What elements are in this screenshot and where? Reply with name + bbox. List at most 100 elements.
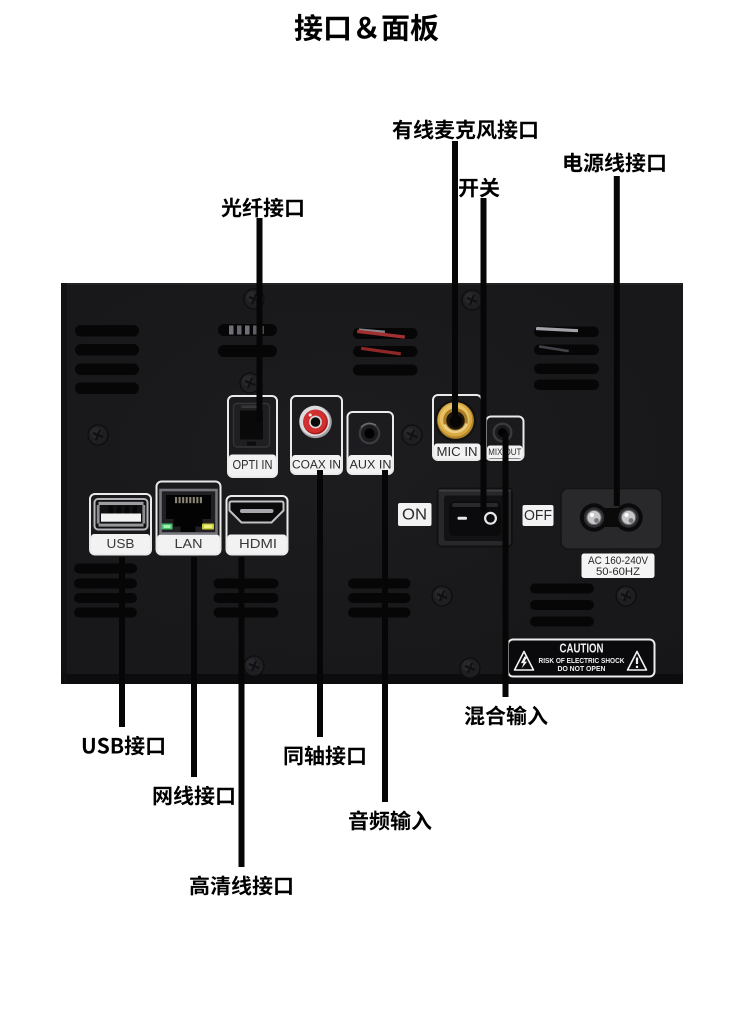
lan-cavity bbox=[166, 495, 211, 532]
cjk-text-glyphs bbox=[392, 119, 537, 140]
lan-port-label: LAN bbox=[175, 537, 203, 551]
vent-slot bbox=[530, 583, 594, 594]
cjk-text-glyphs bbox=[294, 13, 438, 42]
wire-segment bbox=[360, 346, 402, 356]
mic-port-label: MIC IN bbox=[437, 445, 478, 459]
cjk-text-svg bbox=[392, 119, 537, 140]
lan-pin bbox=[178, 497, 181, 504]
screw-cross-icon bbox=[92, 429, 104, 441]
caution-title: CAUTION bbox=[560, 642, 604, 656]
vent-slot bbox=[75, 344, 139, 356]
hdmi-port-label: HDMI bbox=[239, 537, 277, 551]
usb-shell-top bbox=[98, 501, 144, 505]
screw bbox=[459, 657, 481, 679]
grille-reflection-bar bbox=[245, 325, 250, 335]
optical-port-label: OPTI IN bbox=[233, 458, 273, 472]
callout-line-switch bbox=[480, 198, 487, 512]
cjk-text-glyphs bbox=[82, 735, 164, 756]
callout-text-optical bbox=[221, 197, 305, 218]
usb-shell-bottom bbox=[98, 523, 144, 527]
callout-line-power bbox=[613, 176, 620, 506]
cjk-text-svg bbox=[190, 874, 292, 895]
vent-slot bbox=[213, 593, 279, 603]
screw bbox=[239, 372, 261, 394]
vent-grid-bottom-middle bbox=[348, 578, 411, 618]
caution-line1: RISK OF ELECTRIC SHOCK bbox=[539, 656, 626, 665]
usb-port-outline bbox=[89, 493, 152, 556]
aux-port-outline bbox=[346, 411, 394, 475]
ac-pin-left-sparkle bbox=[590, 513, 594, 517]
grille-reflection-bar bbox=[237, 325, 242, 335]
wire-segment bbox=[356, 329, 406, 339]
vent-grid-top-left bbox=[75, 325, 139, 394]
cjk-text-svg bbox=[294, 13, 438, 42]
usb-port-group: USB bbox=[89, 493, 152, 556]
usb-shell-right bbox=[142, 505, 146, 524]
ac-pin-right bbox=[620, 509, 637, 526]
callout-line-mix bbox=[502, 433, 509, 697]
off-label: OFF bbox=[524, 508, 552, 524]
exclamation-bar bbox=[635, 657, 639, 664]
vent-slot bbox=[74, 593, 137, 603]
rocker-switch bbox=[449, 501, 501, 536]
lan-led-green-glow bbox=[163, 525, 171, 528]
aux-jack-hole bbox=[364, 428, 375, 439]
vent-slot bbox=[75, 382, 139, 394]
wire-segment bbox=[358, 328, 386, 334]
on-label: ON bbox=[402, 507, 427, 524]
vent-slot bbox=[213, 578, 279, 589]
coax-port-plate bbox=[292, 455, 341, 473]
aux-port-group: AUX IN bbox=[346, 411, 394, 475]
lan-pin bbox=[185, 497, 188, 504]
lan-port-outline bbox=[155, 480, 222, 556]
lan-pin bbox=[182, 497, 185, 504]
usb-shell-left bbox=[96, 505, 100, 524]
vent-slot bbox=[348, 607, 411, 618]
grey-wire bbox=[535, 326, 579, 353]
grille-reflection-bar bbox=[253, 325, 258, 335]
aux-port-label: AUX IN bbox=[350, 458, 392, 472]
exclamation-dot bbox=[635, 665, 639, 668]
usb-port-plate bbox=[91, 534, 150, 554]
vent-slot bbox=[75, 363, 139, 375]
aux-rim-highlight bbox=[360, 422, 377, 429]
lan-pin bbox=[196, 497, 199, 504]
panel-bottom-edge bbox=[61, 674, 683, 684]
screw-cross-icon bbox=[244, 377, 256, 389]
vent-slot bbox=[74, 563, 137, 574]
aux-port-plate bbox=[348, 455, 392, 473]
vent-slot bbox=[534, 363, 599, 374]
cjk-text-glyphs bbox=[349, 810, 432, 831]
screw bbox=[87, 424, 109, 446]
cjk-text-glyphs bbox=[221, 197, 303, 218]
callout-line-aux bbox=[382, 470, 388, 802]
vent-slot bbox=[530, 616, 594, 627]
cjk-text-glyphs bbox=[153, 785, 234, 806]
cjk-text-svg bbox=[284, 745, 365, 766]
optical-port-plate bbox=[229, 454, 276, 476]
cjk-text-svg bbox=[221, 197, 303, 218]
usb-contact bbox=[116, 505, 122, 514]
screw bbox=[431, 585, 453, 607]
vent-slot bbox=[75, 325, 139, 337]
callout-text-usb bbox=[81, 735, 166, 756]
page-title bbox=[294, 13, 439, 42]
callout-text-power bbox=[562, 152, 667, 173]
hdmi-port-plate bbox=[227, 534, 287, 554]
switch-symbol-off bbox=[484, 511, 498, 525]
cjk-text-svg bbox=[153, 785, 234, 806]
usb-contact bbox=[124, 505, 130, 514]
callout-text-mix bbox=[464, 705, 548, 726]
ac-pin-right-slot bbox=[628, 518, 634, 523]
cjk-text-glyphs bbox=[564, 152, 665, 173]
cjk-text-glyphs bbox=[464, 705, 548, 726]
lan-pin bbox=[199, 497, 202, 504]
cjk-text-glyphs bbox=[458, 177, 500, 197]
usb-port-label: USB bbox=[107, 537, 135, 551]
vent-slot bbox=[348, 593, 411, 603]
ac-pin-left bbox=[586, 509, 602, 526]
